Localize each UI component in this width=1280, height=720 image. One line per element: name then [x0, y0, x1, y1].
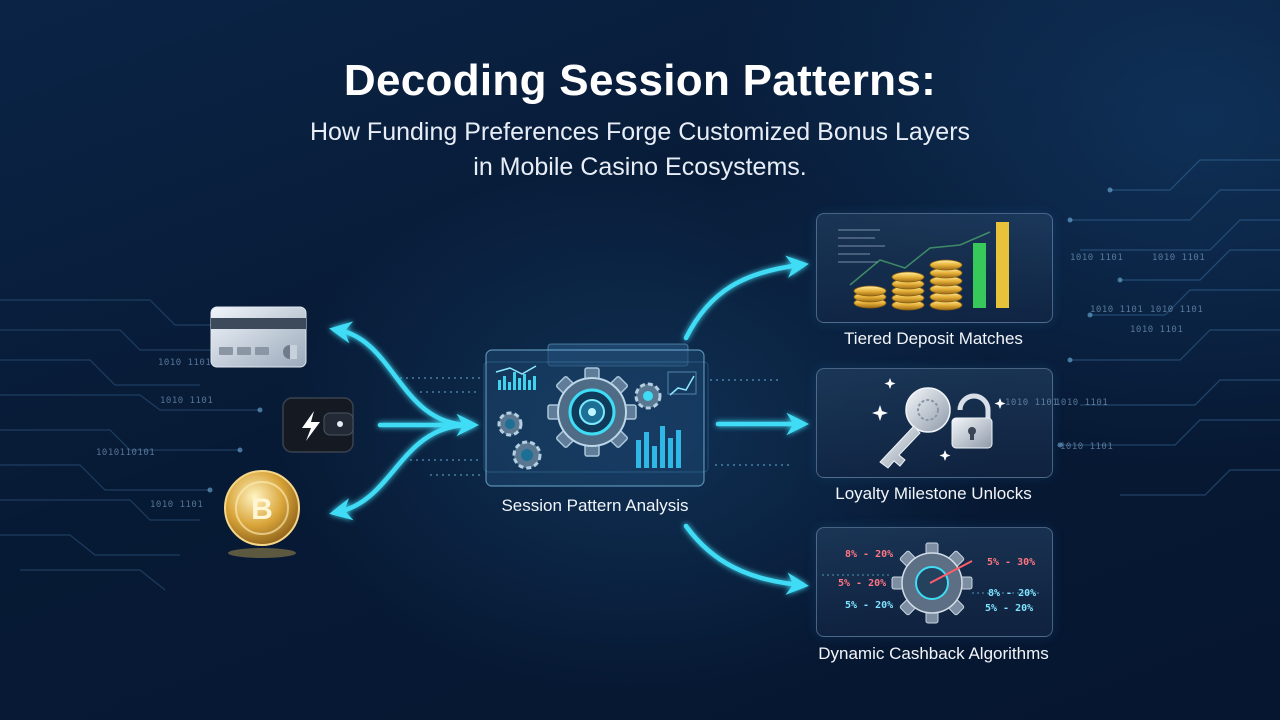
binary-tag: 1010 1101	[1005, 398, 1059, 408]
binary-tag: 1010 1101	[1130, 325, 1184, 335]
bitcoin-glyph: B	[251, 493, 273, 526]
arrow-to-cashback-algorithms	[683, 523, 809, 595]
small-gear-icon	[497, 411, 523, 437]
right-circuit-traces	[1060, 159, 1280, 496]
arrow-to-bitcoin	[329, 422, 473, 521]
page-title: Decoding Session Patterns:	[343, 56, 937, 105]
output-label-cashback: Dynamic Cashback Algorithms	[818, 644, 1049, 663]
binary-tag: 1010 1101	[150, 500, 204, 510]
gear-percentage-icon	[822, 542, 1042, 624]
credit-card-icon	[210, 306, 307, 368]
wallet-lightning-icon	[282, 397, 354, 453]
small-gear-icon	[634, 382, 662, 410]
data-stream-lines	[400, 377, 790, 476]
page-subtitle-line2: in Mobile Casino Ecosystems.	[473, 153, 807, 181]
binary-tag: 1010 1101	[1055, 398, 1109, 408]
left-circuit-traces	[0, 299, 260, 591]
key-padlock-icon	[872, 378, 1006, 469]
arrow-to-card	[329, 321, 473, 428]
cashback-tag: 8% - 20%	[845, 549, 894, 560]
gear-dashboard-icon	[547, 367, 637, 457]
binary-tag: 1010 1101	[1090, 305, 1144, 315]
binary-tag: 1010 1101	[160, 396, 214, 406]
binary-tag: 1010 1101	[1070, 253, 1124, 263]
coin-stacks-chart-icon	[838, 222, 1009, 311]
binary-tag: 1010 1101	[1150, 305, 1204, 315]
center-label: Session Pattern Analysis	[501, 496, 689, 515]
cashback-tag: 5% - 30%	[987, 557, 1036, 568]
cashback-tag: 5% - 20%	[838, 578, 887, 589]
page-subtitle-line1: How Funding Preferences Forge Customized…	[309, 118, 971, 146]
output-label-loyalty: Loyalty Milestone Unlocks	[835, 484, 1032, 503]
output-label-deposit: Tiered Deposit Matches	[844, 329, 1023, 348]
binary-tag: 1010 1101	[1060, 442, 1114, 452]
binary-tag: 1010 1101	[158, 358, 212, 368]
cashback-tag: 5% - 20%	[985, 603, 1034, 614]
arrow-to-deposit-matches	[683, 255, 809, 341]
cashback-tag: 8% - 20%	[988, 588, 1037, 599]
bitcoin-coin-icon: B	[224, 470, 300, 558]
small-gear-icon	[512, 440, 542, 470]
cashback-tag: 5% - 20%	[845, 600, 894, 611]
binary-tag: 1010 1101	[1152, 253, 1206, 263]
binary-tag: 1010110101	[96, 448, 156, 458]
